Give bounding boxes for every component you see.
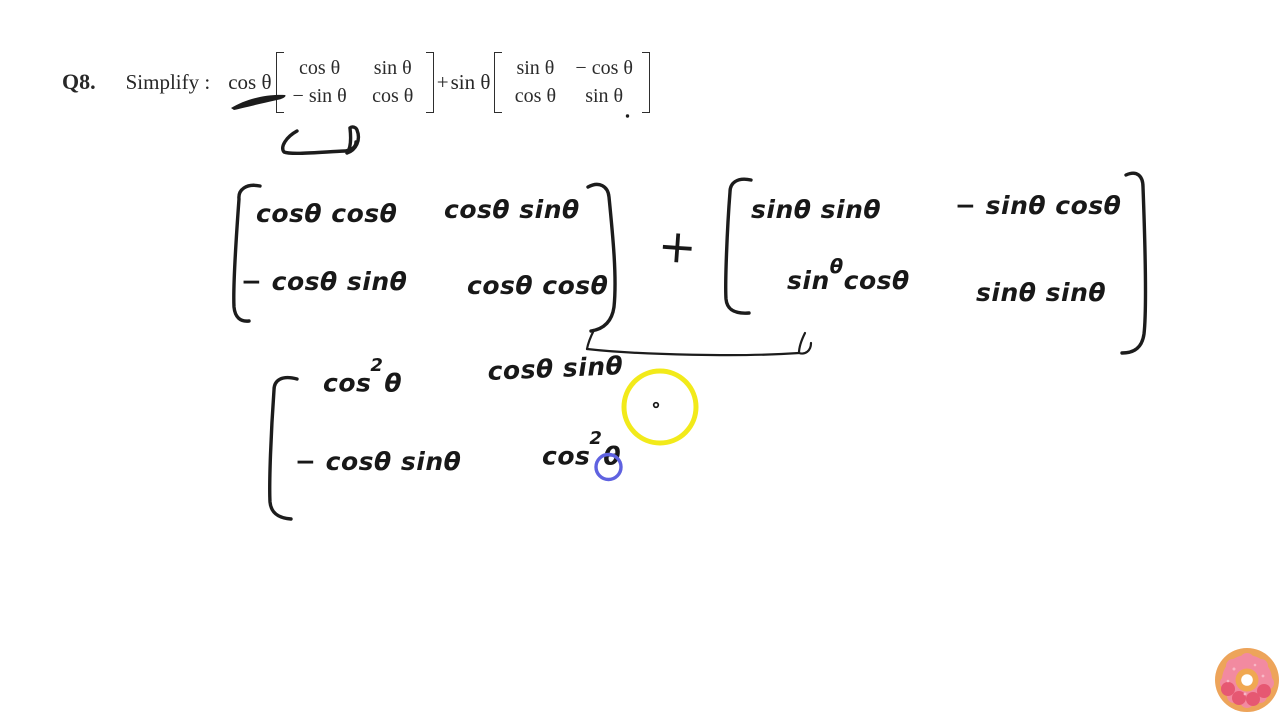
hw-matrix-a-cell-r1c2: cosθ sinθ	[444, 195, 580, 224]
donut-inner-ring	[1235, 668, 1259, 692]
matrix-cell: cos θ	[299, 56, 341, 79]
donut-sprinkles	[1226, 663, 1265, 696]
matrix-cell: cos θ	[372, 84, 414, 107]
matrix-cell: sin θ	[585, 84, 624, 107]
donut-dough	[1215, 648, 1279, 712]
donut-logo-icon	[1215, 648, 1279, 712]
matrix-cell: sin θ	[373, 56, 412, 79]
hw-matrix-a-cell-r2c2: cosθ cosθ	[467, 271, 609, 300]
matrix-bracket-right	[641, 51, 650, 113]
coefficient-cos-theta: cos θ	[228, 69, 272, 94]
printed-matrix-1: cos θ sin θ − sin θ cos θ	[275, 51, 434, 113]
matrix-cell: − cos θ	[575, 56, 633, 79]
question-prompt: Simplify :	[125, 69, 211, 94]
hand-bracket-b-left	[724, 177, 753, 315]
hw-matrix-c-cell-r2c1: − cosθ sinθ	[295, 447, 462, 476]
matrix-bracket-left	[494, 51, 503, 113]
hand-bracket-c-left	[268, 375, 299, 521]
underline-right-tick	[797, 331, 813, 355]
question-number: Q8.	[62, 69, 96, 94]
hw-matrix-c-cell-r1c1: cos2θ	[323, 354, 403, 398]
coefficient-sin-theta: sin θ	[450, 69, 491, 94]
printed-matrix-2: sin θ − cos θ cos θ sin θ	[494, 51, 650, 113]
matrix-cell: cos θ	[514, 84, 557, 107]
hand-bracket-b-right	[1120, 171, 1148, 355]
donut-frosting	[1220, 653, 1274, 708]
hw-matrix-c-cell-r1c2: cosθ sinθ	[487, 351, 624, 386]
cursor-highlight-circle	[621, 368, 699, 446]
hw-matrix-a-cell-r2c1: − cosθ sinθ	[241, 267, 408, 296]
cursor-dot	[652, 401, 660, 409]
donut-hole	[1241, 674, 1253, 686]
hw-matrix-b-cell-r1c1: sinθ sinθ	[751, 195, 882, 224]
hw-matrix-b-cell-r1c2: − sinθ cosθ	[955, 191, 1122, 220]
loop-mark-tail	[345, 125, 361, 155]
hw-plus-operator: +	[656, 218, 699, 275]
underline-left-tick	[585, 328, 596, 351]
hw-matrix-c-cell-r2c2: cos2θ	[542, 427, 622, 471]
plus-operator: +	[436, 69, 449, 94]
hand-bracket-a-right	[586, 182, 617, 333]
hw-matrix-b-cell-r2c2: sinθ sinθ	[976, 278, 1107, 307]
matrix-bracket-right	[425, 51, 434, 113]
matrix-cell: sin θ	[516, 56, 555, 79]
donut-frosting-shade	[1221, 682, 1272, 710]
matrix-cell: − sin θ	[292, 84, 347, 107]
inserted-theta-superscript: θ	[829, 255, 844, 279]
question-line: Q8. Simplify : cos θ cos θ sin θ − sin θ…	[62, 44, 651, 120]
matrix-bracket-left	[275, 51, 284, 113]
loop-mark	[281, 129, 358, 155]
hw-matrix-b-cell-r2c1: sinθcosθ	[787, 255, 910, 295]
hw-matrix-a-cell-r1c1: cosθ cosθ	[256, 199, 398, 228]
